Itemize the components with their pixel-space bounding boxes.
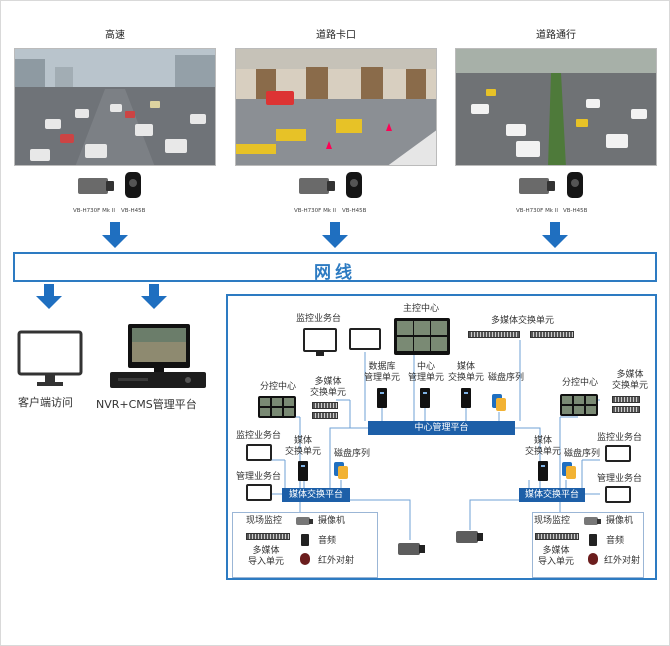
monitor-icon (349, 328, 381, 350)
camera-icon (584, 515, 602, 527)
scene-title-road: 道路通行 (536, 30, 576, 41)
ptz-camera-icon (564, 170, 586, 200)
switch-icon (312, 402, 338, 409)
box-camera-icon (297, 174, 337, 198)
ptz-camera-icon (122, 170, 144, 200)
import-unit-label: 多媒体导入单元 (247, 546, 284, 567)
monitor-stand (316, 352, 324, 356)
camera-label: 摄像机 (606, 516, 634, 526)
camera-model-label: VB-H45B (121, 208, 146, 214)
field-monitor-label: 现场监控 (534, 516, 571, 526)
field-camera-icon (456, 528, 484, 544)
video-wall-icon (394, 318, 450, 355)
field-camera-icon (398, 540, 426, 556)
center-unit-label: 中心管理单元 (407, 362, 444, 383)
infrared-label: 红外对射 (318, 556, 355, 566)
photo-road (455, 48, 657, 166)
sub-center-label: 分控中心 (260, 382, 297, 392)
server-tower-icon (461, 388, 471, 408)
audio-label: 音频 (606, 536, 625, 546)
monitor-service-label: 监控业务台 (597, 433, 643, 443)
sub-center-monitor-icon (560, 394, 598, 416)
infrared-sensor-icon (588, 553, 598, 565)
client-access-label: 客户端访问 (18, 396, 73, 409)
media-switch-unit-label: 媒体交换单元 (447, 362, 484, 383)
camera-icon (296, 515, 314, 527)
camera-model-label: VB-H45B (563, 208, 588, 214)
photo-highway (14, 48, 216, 166)
ptz-camera-icon (343, 170, 365, 200)
audio-label: 音频 (318, 536, 337, 546)
switch-icon (246, 533, 290, 540)
monitor-service-top-label: 监控业务台 (296, 314, 342, 324)
server-tower-icon (377, 388, 387, 408)
scene-title-highway: 高速 (105, 30, 125, 41)
system-architecture-box (226, 294, 657, 580)
switch-icon (468, 331, 520, 338)
main-control-center-label: 主控中心 (403, 304, 440, 314)
scene-title-checkpoint: 道路卡口 (316, 30, 356, 41)
audio-icon (589, 534, 597, 546)
nvr-cms-label: NVR+CMS管理平台 (96, 398, 197, 411)
disk-array-label: 磁盘序列 (334, 449, 371, 459)
switch-icon (312, 412, 338, 419)
monitor-icon (605, 445, 631, 462)
monitor-icon (303, 328, 337, 352)
switch-icon (535, 533, 579, 540)
monitor-service-label: 监控业务台 (236, 431, 282, 441)
disk-array-icon (333, 460, 349, 480)
database-unit-label: 数据库管理单元 (363, 362, 400, 383)
disk-array-icon (561, 460, 577, 480)
disk-array-center-label: 磁盘序列 (488, 373, 525, 383)
network-cable-bar: 网线 (13, 252, 657, 283)
multimedia-switch-label: 多媒体交换单元 (309, 377, 346, 398)
multimedia-switch-top-label: 多媒体交换单元 (491, 316, 555, 326)
infrared-label: 红外对射 (604, 556, 641, 566)
field-monitor-label: 现场监控 (246, 516, 283, 526)
server-tower-icon (420, 388, 430, 408)
box-camera-icon (76, 174, 116, 198)
server-tower-icon (538, 461, 548, 481)
media-switch-platform: 媒体交换平台 (282, 488, 350, 502)
photo-checkpoint (235, 48, 437, 166)
monitor-icon (246, 444, 272, 461)
disk-array-label: 磁盘序列 (564, 449, 601, 459)
infrared-sensor-icon (300, 553, 310, 565)
switch-icon (530, 331, 574, 338)
camera-model-label: VB-H730F Mk II (294, 208, 336, 214)
camera-label: 摄像机 (318, 516, 346, 526)
multimedia-switch-label: 多媒体交换单元 (611, 370, 648, 391)
monitor-icon (605, 486, 631, 503)
manage-service-label: 管理业务台 (597, 474, 643, 484)
monitor-icon (246, 484, 272, 501)
nvr-system-icon (108, 322, 208, 390)
camera-model-label: VB-H730F Mk II (516, 208, 558, 214)
media-switch-label: 媒体交换单元 (285, 436, 322, 457)
switch-icon (612, 406, 640, 413)
switch-icon (612, 396, 640, 403)
media-switch-label: 媒体交换单元 (525, 436, 562, 457)
audio-icon (301, 534, 309, 546)
sub-center-monitor-icon (258, 396, 296, 418)
media-switch-platform: 媒体交换平台 (519, 488, 585, 502)
import-unit-label: 多媒体导入单元 (537, 546, 574, 567)
camera-model-label: VB-H45B (342, 208, 367, 214)
server-tower-icon (298, 461, 308, 481)
camera-model-label: VB-H730F Mk II (73, 208, 115, 214)
disk-array-icon (491, 392, 507, 412)
client-monitor-icon (17, 330, 83, 390)
center-management-platform: 中心管理平台 (368, 421, 515, 435)
sub-center-label: 分控中心 (562, 378, 599, 388)
network-label: 网线 (314, 263, 356, 283)
manage-service-label: 管理业务台 (236, 472, 282, 482)
box-camera-icon (517, 174, 557, 198)
